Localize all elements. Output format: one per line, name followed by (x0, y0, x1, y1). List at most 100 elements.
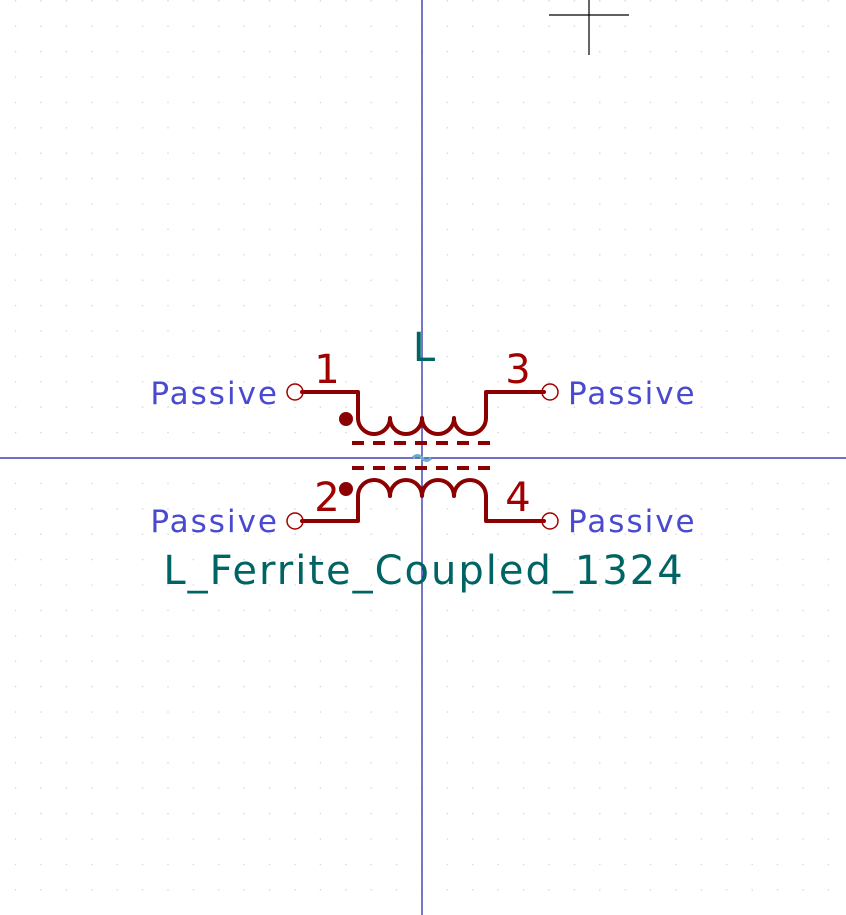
grid-dot (700, 508, 703, 510)
grid-dot (700, 660, 703, 662)
grid-dot (218, 508, 220, 510)
pin-1-endpoint[interactable] (286, 383, 304, 401)
grid-dot (649, 685, 652, 688)
grid-dot (599, 558, 601, 561)
grid-dot (370, 330, 373, 332)
grid-dot (548, 50, 550, 53)
grid-dot (141, 330, 144, 332)
grid-dot (751, 76, 753, 78)
grid-dot (751, 812, 753, 815)
grid-dot (91, 812, 93, 815)
grid-dot (776, 812, 779, 815)
grid-dot (700, 787, 703, 789)
grid-dot (649, 558, 652, 561)
grid-dot (294, 787, 296, 789)
grid-dot (599, 863, 601, 866)
grid-dot (141, 355, 144, 358)
grid-dot (497, 254, 500, 256)
grid-dot (345, 279, 347, 282)
reference-designator[interactable]: L (413, 325, 436, 371)
grid-dot (370, 660, 373, 662)
grid-dot (726, 482, 728, 485)
grid-dot (294, 482, 296, 485)
grid-dot (751, 330, 753, 332)
grid-dot (599, 228, 601, 231)
pin-4-endpoint[interactable] (541, 512, 559, 530)
grid-dot (370, 812, 373, 815)
grid-dot (751, 101, 753, 104)
grid-dot (776, 330, 779, 332)
grid-dot (522, 787, 525, 789)
grid-dot (700, 177, 703, 180)
grid-dot (649, 330, 652, 332)
grid-dot (802, 50, 804, 53)
grid-dot (624, 25, 626, 28)
grid-dot (624, 406, 626, 409)
grid-dot (472, 609, 474, 612)
grid-dot (827, 736, 830, 739)
grid-dot (726, 584, 728, 586)
grid-dot (40, 863, 42, 866)
grid-dot (116, 50, 118, 53)
grid-dot (599, 431, 601, 434)
grid-dot (472, 304, 474, 307)
grid-dot (573, 863, 576, 866)
grid-dot (548, 736, 550, 739)
pin-2-endpoint[interactable] (286, 512, 304, 530)
grid-dot (294, 50, 296, 53)
grid-dot (802, 558, 804, 561)
grid-dot (624, 76, 626, 78)
inductor-symbol[interactable] (300, 390, 546, 523)
grid-dot (370, 889, 373, 891)
grid-dot (446, 152, 449, 154)
grid-dot (446, 736, 449, 739)
grid-dot (40, 584, 42, 586)
grid-dot (91, 50, 93, 53)
grid-dot (395, 609, 398, 612)
grid-dot (446, 203, 449, 205)
grid-dot (599, 25, 601, 28)
grid-dot (726, 609, 728, 612)
grid-dot (726, 889, 728, 891)
grid-dot (14, 355, 17, 358)
grid-dot (268, 177, 271, 180)
grid-dot (446, 711, 449, 713)
grid-dot (776, 533, 779, 535)
grid-dot (395, 152, 398, 154)
grid-dot (243, 203, 245, 205)
value-field[interactable]: L_Ferrite_Coupled_1324 (163, 548, 684, 594)
grid-dot (573, 584, 576, 586)
grid-dot (776, 0, 779, 2)
grid-dot (472, 25, 474, 28)
grid-dot (700, 584, 703, 586)
grid-dot (294, 177, 296, 180)
grid-dot (141, 50, 144, 53)
grid-dot (395, 812, 398, 815)
grid-dot (726, 762, 728, 764)
grid-dot (116, 838, 118, 840)
grid-dot (14, 787, 17, 789)
grid-dot (497, 635, 500, 637)
grid-dot (268, 787, 271, 789)
grid-dot (319, 330, 322, 332)
grid-dot (370, 558, 373, 561)
grid-dot (776, 660, 779, 662)
grid-dot (268, 863, 271, 866)
grid-dot (497, 838, 500, 840)
grid-dot (167, 584, 169, 586)
grid-dot (472, 838, 474, 840)
grid-dot (395, 228, 398, 231)
pin-3-endpoint[interactable] (541, 383, 559, 401)
grid-dot (573, 76, 576, 78)
grid-dot (218, 330, 220, 332)
grid-dot (116, 584, 118, 586)
grid-dot (446, 508, 449, 510)
grid-dot (141, 431, 144, 434)
grid-dot (649, 177, 652, 180)
grid-dot (218, 635, 220, 637)
grid-dot (167, 787, 169, 789)
grid-dot (548, 177, 550, 180)
grid-dot (243, 762, 245, 764)
grid-dot (91, 508, 93, 510)
